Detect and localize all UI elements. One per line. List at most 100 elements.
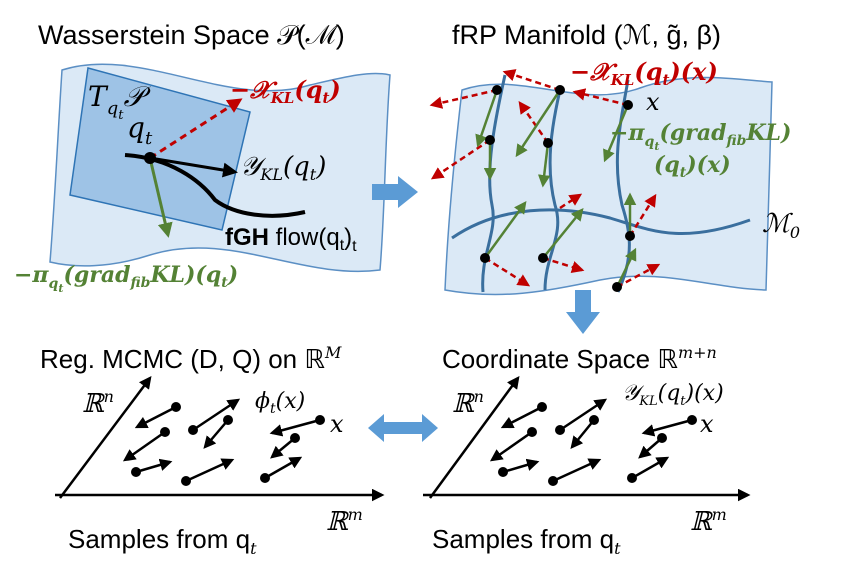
mcmc-samples-label: Samples from qt bbox=[68, 524, 257, 558]
mcmc-point-6 bbox=[290, 433, 300, 443]
mcmc-arrow-4 bbox=[203, 419, 229, 449]
coord-arrow-2 bbox=[559, 398, 608, 432]
frp-red-arrow-1 bbox=[429, 88, 498, 109]
frp-green-label-line2: (qt)(x) bbox=[654, 152, 731, 181]
green-proj-label: −πqt(gradfibKL)(qt) bbox=[14, 262, 238, 295]
point-qt bbox=[144, 152, 156, 164]
coord-arrow-4 bbox=[570, 419, 595, 449]
frp-point-8 bbox=[538, 253, 548, 263]
mcmc-x-label: x bbox=[330, 410, 344, 438]
coord-point-1 bbox=[537, 402, 547, 412]
mcmc-point-3 bbox=[160, 427, 170, 437]
frp-point-7 bbox=[480, 253, 490, 263]
mcmc-point-4 bbox=[223, 415, 233, 425]
mcmc-axis-y-label: ℝn bbox=[82, 387, 114, 419]
coord-arrow-7 bbox=[502, 458, 540, 474]
frp-panel: fRP Manifold (ℳ, g̃, β) bbox=[429, 20, 800, 296]
frp-green-arrow-6 bbox=[483, 200, 527, 259]
frp-red-arrow-6 bbox=[628, 193, 657, 237]
flow-curve bbox=[124, 153, 306, 218]
frp-green-arrow-1 bbox=[475, 89, 499, 148]
frp-point-1 bbox=[492, 85, 502, 95]
frp-point-3 bbox=[623, 100, 633, 110]
coord-point-8 bbox=[548, 476, 558, 486]
mcmc-arrow-7 bbox=[135, 458, 173, 474]
mcmc-arrow-5 bbox=[269, 418, 321, 437]
coord-point-4 bbox=[589, 415, 599, 425]
coord-point-9 bbox=[627, 473, 637, 483]
frp-point-5 bbox=[543, 138, 553, 148]
mcmc-arrow-9 bbox=[264, 456, 303, 480]
mcmc-arrow-3 bbox=[122, 430, 166, 462]
wasserstein-panel: Wasserstein Space 𝒫(ℳ) Tqt𝒫 qt −𝒳KL(qt) … bbox=[14, 20, 391, 295]
mcmc-point-8 bbox=[181, 476, 191, 486]
coord-point-5 bbox=[687, 415, 697, 425]
mcmc-arrow-1 bbox=[134, 405, 177, 429]
wasserstein-title: Wasserstein Space 𝒫(ℳ) bbox=[38, 20, 345, 50]
fiber-curve-2 bbox=[543, 89, 562, 291]
mcmc-point-5 bbox=[315, 415, 325, 425]
fgh-flow-label: fGH flow(qt)t bbox=[225, 224, 357, 255]
coord-axis-y-label: ℝn bbox=[452, 387, 484, 419]
coord-x-label: x bbox=[700, 410, 714, 438]
frp-point-4 bbox=[485, 135, 495, 145]
frp-green-arrow-3 bbox=[603, 104, 630, 163]
coord-axis-x-label: ℝm bbox=[690, 505, 727, 537]
frp-green-arrow-9 bbox=[615, 247, 637, 288]
frp-point-6 bbox=[625, 231, 635, 241]
frp-red-label: −𝒳KL(qt)(x) bbox=[570, 57, 718, 89]
coord-samples-label: Samples from qt bbox=[432, 524, 621, 558]
green-arrow-proj bbox=[148, 157, 173, 238]
mcmc-point-7 bbox=[131, 467, 141, 477]
coord-point-2 bbox=[555, 425, 565, 435]
arrow-wasserstein-to-frp bbox=[372, 176, 418, 208]
frp-point-9 bbox=[612, 282, 622, 292]
mcmc-panel: Reg. MCMC (D, Q) on ℝM ℝn ℝm ϕt(x) x bbox=[40, 343, 385, 558]
mcmc-title: Reg. MCMC (D, Q) on ℝM bbox=[40, 343, 342, 374]
mcmc-point-1 bbox=[171, 402, 181, 412]
coord-point-6 bbox=[657, 433, 667, 443]
frp-red-arrow-8 bbox=[542, 256, 585, 274]
frp-green-arrow-2 bbox=[515, 89, 562, 158]
mcmc-point-2 bbox=[188, 425, 198, 435]
frp-red-arrow-5 bbox=[518, 100, 550, 144]
frp-red-arrow-10 bbox=[559, 193, 583, 210]
mcmc-axis-y bbox=[59, 376, 152, 499]
frp-green-arrow-7 bbox=[542, 208, 584, 259]
coord-arrow-9 bbox=[631, 456, 670, 480]
frp-red-arrow-3 bbox=[572, 88, 629, 107]
red-xkl-label: −𝒳KL(qt) bbox=[230, 75, 341, 107]
coord-arrow-8 bbox=[552, 458, 602, 483]
m0-curve bbox=[451, 208, 751, 240]
coord-arrow-3 bbox=[489, 430, 533, 462]
frp-x-label: x bbox=[646, 88, 660, 116]
phi-label: ϕt(x) bbox=[255, 389, 305, 417]
frp-red-arrow-7 bbox=[484, 256, 531, 287]
coord-point-7 bbox=[498, 467, 508, 477]
frp-title: fRP Manifold (ℳ, g̃, β) bbox=[452, 20, 721, 50]
m0-label: ℳ0 bbox=[762, 209, 800, 242]
coord-arrow-1 bbox=[500, 405, 543, 429]
black-arrow-ykl bbox=[149, 156, 238, 178]
coord-panel: Coordinate Space ℝm+n ℝn ℝm 𝒴KL(qt)(x) x bbox=[423, 343, 751, 558]
coord-point-3 bbox=[527, 427, 537, 437]
mcmc-axis-x-label: ℝm bbox=[326, 505, 363, 537]
ykl-label: 𝒴KL(qt) bbox=[240, 152, 326, 184]
frp-green-label-line1: −πqt(gradfibKL) bbox=[610, 120, 791, 153]
coord-title: Coordinate Space ℝm+n bbox=[442, 343, 717, 374]
qt-label: qt bbox=[127, 111, 153, 149]
red-arrow-xkl bbox=[149, 98, 243, 160]
frp-red-arrow-9 bbox=[616, 263, 661, 289]
coord-arrow-5 bbox=[641, 418, 693, 437]
mcmc-arrow-8 bbox=[185, 458, 235, 483]
frp-surface bbox=[444, 76, 773, 296]
coord-ykl-label: 𝒴KL(qt)(x) bbox=[622, 381, 724, 409]
frp-point-2 bbox=[555, 85, 565, 95]
mcmc-arrow-2 bbox=[192, 398, 241, 432]
arrow-mcmc-coord-bidirectional bbox=[368, 414, 438, 442]
arrow-frp-to-coord bbox=[566, 290, 600, 334]
frp-green-arrow-5 bbox=[537, 142, 551, 188]
coord-axis-y bbox=[428, 375, 520, 499]
mcmc-point-9 bbox=[260, 473, 270, 483]
